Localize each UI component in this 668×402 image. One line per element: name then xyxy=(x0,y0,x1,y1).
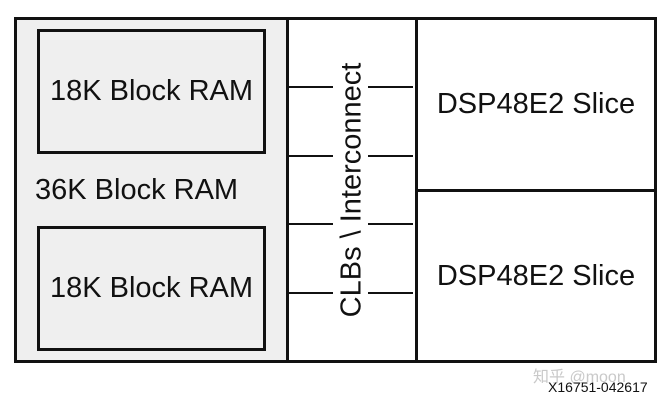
dsp-slice-top: DSP48E2 Slice xyxy=(415,17,657,192)
dsp-slice-bottom: DSP48E2 Slice xyxy=(415,189,657,363)
connector-line xyxy=(289,155,333,157)
connector-line xyxy=(289,223,333,225)
dsp-bottom-label: DSP48E2 Slice xyxy=(436,259,636,292)
bram18-top-block: 18K Block RAM xyxy=(37,29,266,154)
dsp-top-label: DSP48E2 Slice xyxy=(436,88,636,120)
bram18-bottom-label: 18K Block RAM xyxy=(49,272,254,304)
clb-interconnect-column xyxy=(286,17,418,363)
bram18-bottom-block: 18K Block RAM xyxy=(37,226,266,351)
connector-line xyxy=(289,292,333,294)
connector-line xyxy=(289,86,333,88)
watermark: 知乎 @moon xyxy=(533,369,626,386)
bram18-top-label: 18K Block RAM xyxy=(49,75,254,107)
connector-line xyxy=(368,223,413,225)
connector-line xyxy=(368,86,413,88)
connector-line xyxy=(368,155,413,157)
clb-interconnect-label: CLBs \ Interconnect xyxy=(335,62,368,318)
bram36-label: 36K Block RAM xyxy=(35,174,239,206)
connector-line xyxy=(368,292,413,294)
figure-id: X16751-042617 xyxy=(548,379,648,395)
